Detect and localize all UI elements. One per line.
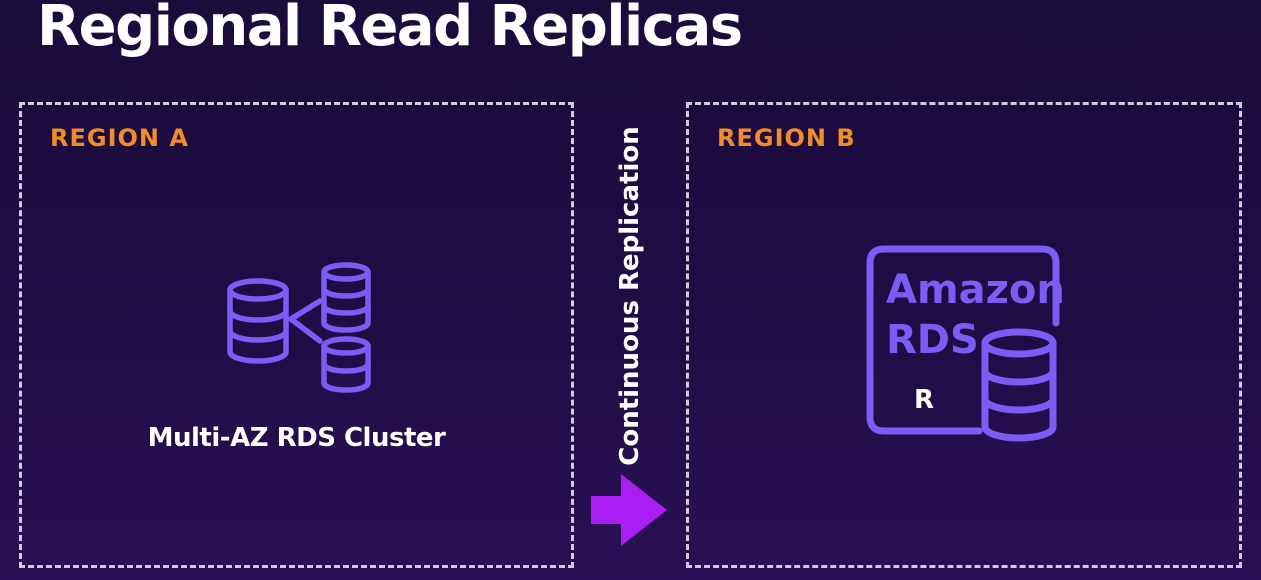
region-a-label: REGION A [50,124,189,152]
right-arrow-icon [591,474,667,546]
page-title: Regional Read Replicas [37,0,743,59]
region-b-label: REGION B [717,124,856,152]
replication-label: Continuous Replication [615,126,645,466]
replica-marker: R [914,385,934,415]
amazon-rds-icon: Amazon RDS R [866,245,1065,442]
region-a-box: REGION A Multi-AZ RDS Cluster [19,102,574,568]
rds-text-line2: RDS [886,317,979,363]
database-cluster-icon [227,262,371,393]
rds-text-line1: Amazon [886,267,1065,313]
region-b-box: REGION B Amazon RDS R [686,102,1242,568]
cluster-label: Multi-AZ RDS Cluster [147,423,446,453]
